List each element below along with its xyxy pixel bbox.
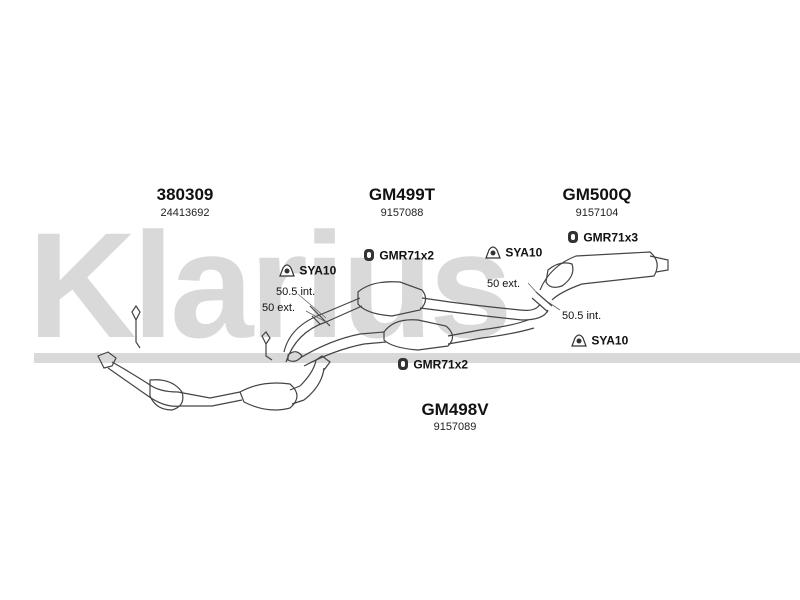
mid-pipe-lower <box>299 331 387 367</box>
leader-d2 <box>305 310 327 323</box>
mid-pipe-inlet <box>283 297 363 363</box>
rear-silencer-end <box>545 262 574 288</box>
exhaust-lines <box>97 251 669 411</box>
front-flange <box>97 351 117 369</box>
lambda-sensor-2 <box>261 331 273 361</box>
front-cat-body <box>149 379 184 411</box>
rubber-mount-icon <box>362 248 376 265</box>
clamp-1 <box>309 305 331 327</box>
dimension-label-ext-front: 50 ext. <box>262 302 296 314</box>
hanger-mid <box>287 351 303 362</box>
hanger-icon <box>278 262 296 281</box>
part-code-380309: 380309 <box>156 185 214 204</box>
fitting-gmr71x2-b: GMR71x2 <box>396 357 468 374</box>
fitting-gmr71x2-a: GMR71x2 <box>362 248 434 265</box>
cat-outlet <box>289 385 305 405</box>
part-number-gm500q: 9157104 <box>575 207 619 219</box>
lambda-sensor-1 <box>131 304 141 349</box>
dimension-label-int-front: 50.5 int. <box>276 286 316 298</box>
part-number-380309: 24413692 <box>160 207 210 219</box>
fitting-sya10-a: SYA10 <box>278 262 336 281</box>
watermark-bar <box>34 353 800 363</box>
rear-link-pipe <box>447 319 535 345</box>
cat-bend <box>299 359 325 401</box>
leader-d1 <box>297 293 327 319</box>
klarius-watermark: Klarius <box>28 201 513 369</box>
leader-lines <box>297 282 561 323</box>
front-pipe-lower <box>107 367 243 407</box>
mid-silencer-upper <box>357 281 427 317</box>
part-number-gm498v: 9157089 <box>433 421 477 433</box>
part-code-gm500q: GM500Q <box>562 185 632 204</box>
part-number-gm499t: 9157088 <box>380 207 424 219</box>
fitting-sya10-b: SYA10 <box>484 244 542 263</box>
rubber-mount-icon <box>566 230 580 247</box>
hanger-icon <box>484 244 502 263</box>
front-pipe-upper <box>111 361 241 399</box>
dimension-label-int-rear: 50.5 int. <box>562 310 602 322</box>
clamp-2 <box>531 291 553 313</box>
hanger-icon <box>570 332 588 351</box>
part-code-gm499t: GM499T <box>368 185 436 204</box>
leader-d3 <box>527 282 539 295</box>
rear-silencer-shell <box>539 251 658 301</box>
rear-tailpipe <box>649 255 669 273</box>
rubber-mount-icon <box>396 357 410 374</box>
cat-converter <box>239 382 298 411</box>
part-code-gm498v: GM498V <box>421 400 489 419</box>
fitting-gmr71x3: GMR71x3 <box>566 230 638 247</box>
dimension-label-ext-rear: 50 ext. <box>487 278 521 290</box>
fitting-sya10-c: SYA10 <box>570 332 628 351</box>
mid-silencer-lower <box>383 319 454 351</box>
leader-d4 <box>547 301 561 311</box>
mid-pipe-outlet <box>419 297 549 321</box>
